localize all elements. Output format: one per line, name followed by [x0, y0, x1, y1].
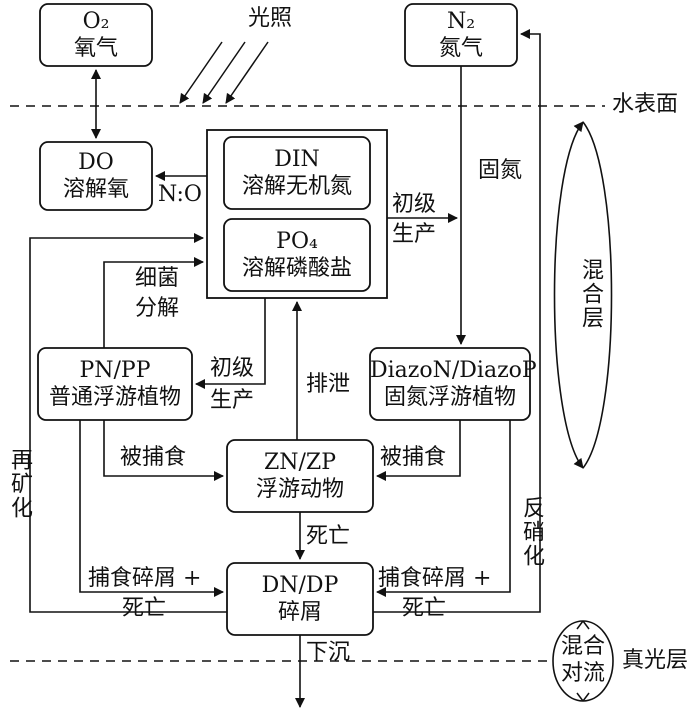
mixed-layer-bracket [553, 121, 584, 469]
detritus-left-arrow [79, 420, 224, 597]
bacterial-decomposition-label-1: 细菌 [135, 266, 180, 291]
mixed-layer-bracket [582, 121, 613, 469]
convection-mixing-label-2: 对流 [561, 661, 606, 686]
detritus-left-label-1: 捕食碎屑 + [88, 566, 202, 591]
grazing-left-arrow [103, 420, 224, 481]
grazing-left-label: 被捕食 [120, 445, 187, 470]
din-name: 溶解无机氮 [241, 174, 352, 199]
diazo-abbrev: DiazoN/DiazoP [370, 358, 537, 383]
grazing-right-arrow [376, 420, 461, 481]
sinking-label: 下沉 [306, 640, 351, 665]
diazo-name: 固氮浮游植物 [383, 385, 516, 410]
detritus-right-arrow [376, 420, 511, 597]
detritus-left-label-2: 死亡 [122, 596, 167, 621]
n2-node: N₂ 氮气 [405, 8, 517, 62]
do-node: DO 溶解氧 [40, 149, 152, 203]
light-ray-arrow [225, 41, 269, 104]
po4-box [223, 218, 371, 292]
din-node: DIN 溶解无机氮 [224, 146, 370, 200]
pn-box [37, 347, 193, 421]
denitrification-arrow [373, 29, 541, 613]
o2-formula: O₂ [82, 9, 110, 34]
death-label: 死亡 [306, 524, 351, 549]
po4-name: 溶解磷酸盐 [241, 256, 352, 281]
n2-name: 氮气 [438, 36, 483, 61]
do-abbrev: DO [78, 150, 114, 175]
din-abbrev: DIN [274, 147, 320, 172]
po4-node: PO₄ 溶解磷酸盐 [224, 228, 370, 282]
nitrogen-fixation-label: 固氮 [478, 158, 523, 183]
pn-name: 普通浮游植物 [48, 385, 181, 410]
diazo-box [369, 347, 531, 421]
pn-abbrev: PN/PP [79, 358, 151, 383]
dn-node: DN/DP 碎屑 [227, 572, 373, 626]
diazo-node: DiazoN/DiazoP 固氮浮游植物 [370, 357, 537, 411]
zn-abbrev: ZN/ZP [263, 450, 337, 475]
bacterial-decomposition-arrow [103, 257, 204, 348]
light-ray-arrow [179, 41, 223, 104]
excretion-label: 排泄 [306, 372, 351, 397]
euphotic-zone-label: 真光层 [622, 648, 689, 673]
po4-formula: PO₄ [276, 229, 318, 254]
do-name: 溶解氧 [62, 177, 129, 202]
o2-name: 氧气 [73, 36, 118, 61]
light-ray-arrow [202, 41, 246, 104]
dn-abbrev: DN/DP [261, 573, 339, 598]
convection-arrow [576, 620, 590, 630]
denitrification-label: 反硝化 [519, 496, 544, 568]
no-ratio-label: N:O [158, 182, 202, 207]
din-box [223, 136, 371, 210]
pn-node: PN/PP 普通浮游植物 [38, 357, 192, 411]
primary-production-right-label-2: 生产 [392, 222, 437, 247]
primary-production-left-label-1: 初级 [210, 356, 255, 381]
primary-production-left-arrow [195, 298, 266, 389]
do-box [39, 141, 153, 211]
primary-production-right-label-1: 初级 [392, 192, 437, 217]
detritus-right-label-1: 捕食碎屑 + [378, 566, 492, 591]
zn-node: ZN/ZP 浮游动物 [227, 449, 373, 503]
o2-box [39, 3, 153, 67]
bacterial-decomposition-label-2: 分解 [135, 296, 180, 321]
remineralization-label: 再矿化 [7, 448, 32, 520]
light-label: 光照 [248, 6, 293, 31]
zn-name: 浮游动物 [255, 477, 344, 502]
grazing-right-label: 被捕食 [380, 445, 447, 470]
remineralization-arrow [29, 233, 227, 613]
convection-arrow [576, 692, 590, 702]
convection-mixing-label-1: 混合 [561, 634, 606, 659]
mixed-layer-label: 混合层 [578, 258, 603, 330]
detritus-right-label-2: 死亡 [402, 596, 447, 621]
dn-name: 碎屑 [277, 600, 322, 625]
nutrient-group-box [206, 129, 388, 299]
n2-formula: N₂ [446, 9, 476, 34]
water-surface-label: 水表面 [612, 92, 679, 117]
o2-node: O₂ 氧气 [40, 8, 152, 62]
primary-production-left-label-2: 生产 [210, 388, 255, 413]
